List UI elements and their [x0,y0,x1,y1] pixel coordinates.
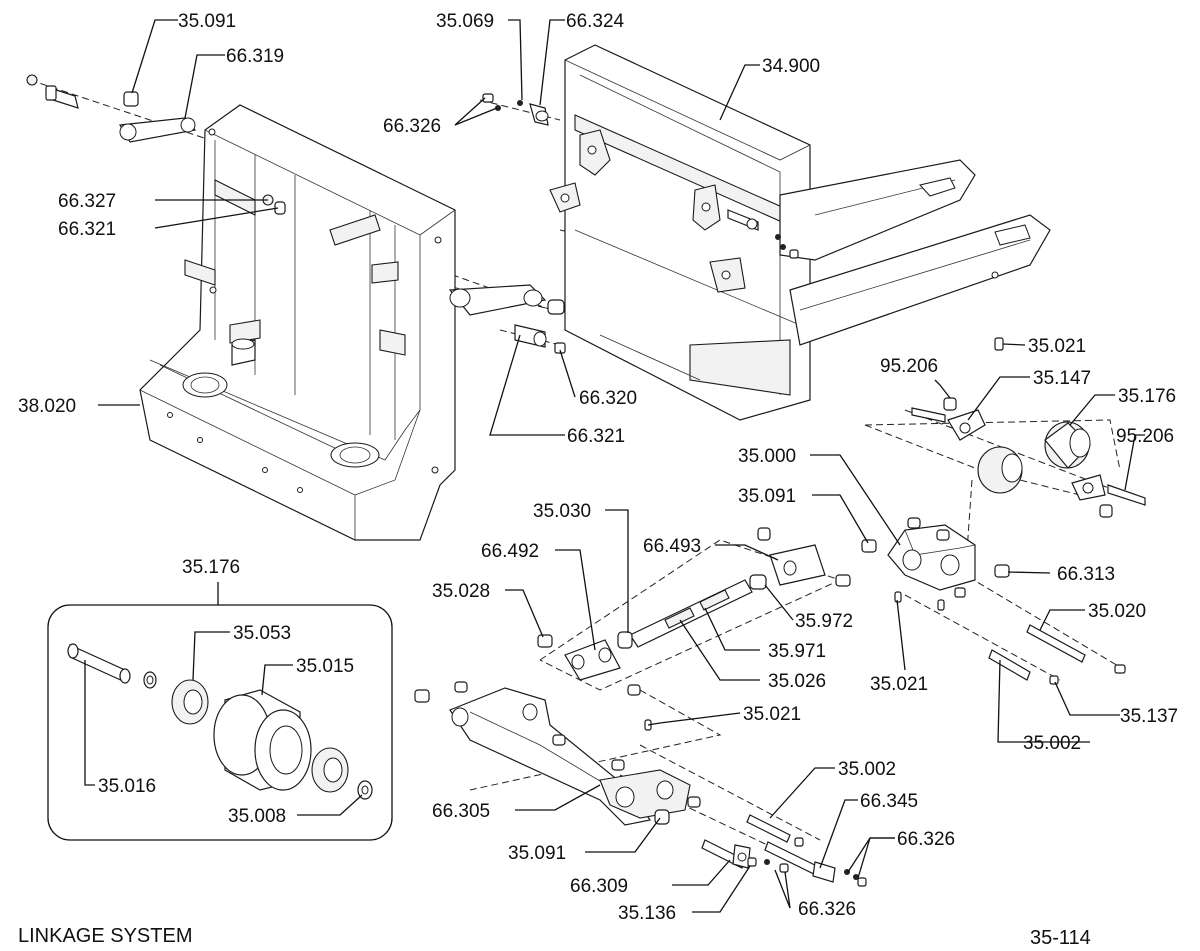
label-66492: 66.492 [481,541,539,562]
page-number: 35-114 [1030,927,1091,949]
label-66327: 66.327 [58,191,116,212]
label-35972: 35.972 [795,611,853,632]
label-66305: 66.305 [432,801,490,822]
diagram-caption: LINKAGE SYSTEM [18,925,193,947]
pins-and-fasteners [701,209,1126,887]
label-66309: 66.309 [570,876,628,897]
pushrod-assembly [537,527,851,681]
label-35147: 35.147 [1033,368,1091,389]
label-35008: 35.008 [228,806,286,827]
label-35030: 35.030 [533,501,591,522]
label-35137: 35.137 [1120,706,1178,727]
label-66345: 66.345 [860,791,918,812]
inset-title: 35.176 [182,557,240,578]
label-35053: 35.053 [233,623,291,644]
chassis-34900 [549,44,1051,421]
label-66320: 66.320 [579,388,637,409]
label-35021-lower: 35.021 [743,704,801,725]
top-middle-hardware [482,93,549,126]
label-66321-middle: 66.321 [567,426,625,447]
frame-38020 [139,104,456,541]
label-35002-lower: 35.002 [838,759,896,780]
label-95206-right: 95.206 [1116,426,1174,447]
label-35020: 35.020 [1088,601,1146,622]
leader-lines [84,19,1145,913]
label-35002-right: 35.002 [1023,733,1081,754]
label-66319: 66.319 [226,46,284,67]
label-35016: 35.016 [98,776,156,797]
label-35971: 35.971 [768,641,826,662]
label-66326-top: 66.326 [383,116,441,137]
label-35026: 35.026 [768,671,826,692]
label-35091-top: 35.091 [178,11,236,32]
rocker-assembly-35000 [861,517,1010,611]
label-35091-mid: 35.091 [738,486,796,507]
label-66326-bottom: 66.326 [798,899,856,920]
label-35028: 35.028 [432,581,490,602]
inset-load-wheel [47,604,393,841]
label-66313: 66.313 [1057,564,1115,585]
part-labels: 35.091 66.319 35.069 66.324 34.900 66.32… [18,11,1178,924]
label-35021-top: 35.021 [1028,336,1086,357]
label-35000: 35.000 [738,446,796,467]
label-35136: 35.136 [618,903,676,924]
load-wheel-assembly [911,397,1146,518]
label-35091-bottom: 35.091 [508,843,566,864]
label-66326-right: 66.326 [897,829,955,850]
inset-frame [47,604,393,841]
label-35021-mid: 35.021 [870,674,928,695]
top-left-hardware [26,74,197,143]
label-34900: 34.900 [762,56,820,77]
label-35015: 35.015 [296,656,354,677]
label-66493: 66.493 [643,536,701,557]
label-95206-left: 95.206 [880,356,938,377]
lower-lever-66305 [414,681,701,826]
label-38020: 38.020 [18,396,76,417]
label-35069: 35.069 [436,11,494,32]
label-66324: 66.324 [566,11,625,32]
label-35176-wheel: 35.176 [1118,386,1176,407]
label-66321-left: 66.321 [58,219,116,240]
